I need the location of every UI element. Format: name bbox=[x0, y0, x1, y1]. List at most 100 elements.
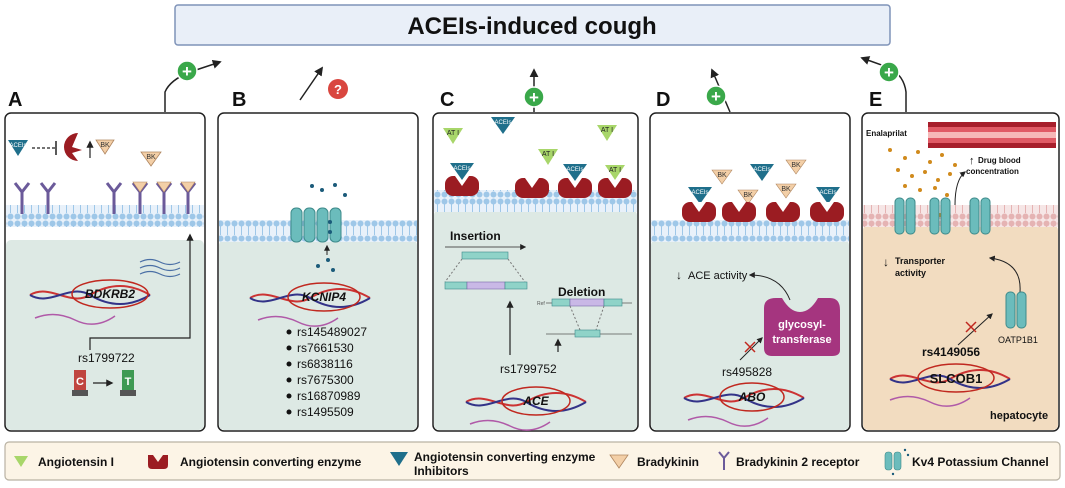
panel-e-oatp-icon bbox=[1005, 291, 1027, 329]
panel-e-cell: hepatocyte bbox=[990, 410, 1048, 422]
panel-c-deletion: Deletion bbox=[558, 285, 605, 299]
panel-b: B ? KCNIP4 rs145489027 rs7661530 bbox=[217, 66, 419, 432]
panel-b-snp: rs7661530 bbox=[297, 341, 354, 355]
panel-b-snp-list: rs145489027 rs7661530 rs6838116 rs767530… bbox=[286, 325, 367, 419]
panel-a-plus-icon: + bbox=[176, 60, 198, 82]
panel-e-gene: SLCOB1 bbox=[930, 371, 983, 386]
panel-c-at1-icon: AT I bbox=[597, 125, 617, 141]
panel-a-acei-icon: ACEIs bbox=[8, 140, 28, 156]
panel-b-snp: rs145489027 bbox=[297, 325, 367, 339]
panel-e-transporter-name: OATP1B1 bbox=[998, 335, 1038, 345]
panel-b-snp: rs1495509 bbox=[297, 405, 354, 419]
panel-c-at1-icon: AT I bbox=[443, 128, 463, 144]
svg-text:+: + bbox=[884, 63, 894, 82]
svg-text:+: + bbox=[529, 88, 539, 107]
panel-e-blood-vessel bbox=[928, 122, 1056, 148]
panel-b-letter: B bbox=[232, 89, 246, 111]
panel-d-gene: ABO bbox=[738, 390, 766, 404]
panel-c-acei-bound: ACEIs bbox=[450, 163, 474, 180]
panel-d-snp: rs495828 bbox=[722, 365, 772, 379]
legend-item-angiotensin-i: Angiotensin I bbox=[14, 455, 114, 469]
panel-e-drug: Enalaprilat bbox=[866, 129, 907, 138]
svg-text:ACEIs: ACEIs bbox=[819, 190, 836, 196]
panel-e-transporter-line2: activity bbox=[895, 268, 926, 278]
svg-text:Ref: Ref bbox=[537, 301, 545, 307]
svg-text:+: + bbox=[182, 62, 192, 81]
pacman-red-icon bbox=[148, 455, 168, 469]
triangle-blue-icon bbox=[390, 452, 408, 466]
svg-text:T: T bbox=[125, 376, 132, 388]
panel-c-acei-icon: ACEIs bbox=[491, 117, 515, 134]
panel-e-transporter-icons bbox=[894, 197, 991, 235]
panel-e: E + Enalaprilat ↑ Drug blood concentrati… bbox=[860, 56, 1060, 432]
panel-a-membrane bbox=[6, 205, 204, 227]
legend-item-ace: Angiotensin converting enzyme bbox=[148, 455, 362, 469]
panel-b-channel-icon bbox=[290, 183, 347, 272]
panel-d-membrane bbox=[651, 220, 849, 242]
svg-text:AT I: AT I bbox=[542, 151, 554, 158]
svg-text:Bradykinin: Bradykinin bbox=[637, 455, 699, 469]
svg-text:AT I: AT I bbox=[601, 127, 613, 134]
panel-e-blood-line1: Drug blood bbox=[978, 156, 1021, 165]
svg-text:ACEIs: ACEIs bbox=[566, 167, 583, 173]
panel-e-letter: E bbox=[869, 89, 882, 111]
svg-text:ACEIs: ACEIs bbox=[691, 190, 708, 196]
svg-text:BK: BK bbox=[791, 162, 801, 169]
legend-item-bradykinin-2-receptor: Bradykinin 2 receptor bbox=[718, 451, 860, 470]
panel-c-acei-bound: ACEIs bbox=[563, 164, 587, 181]
panel-a-snp: rs1799722 bbox=[78, 351, 135, 365]
panel-d-acei-icons: ACEIs ACEIs ACEIs bbox=[688, 164, 840, 204]
panel-c-at1-bound: AT I bbox=[605, 165, 625, 180]
panel-c-plus-icon: + bbox=[523, 86, 545, 108]
panel-c-letter: C bbox=[440, 89, 454, 111]
panel-e-blood-line2: concentration bbox=[966, 167, 1019, 176]
panel-d-letter: D bbox=[656, 89, 670, 111]
panel-a-gene: BDKRB2 bbox=[85, 287, 135, 301]
svg-text:Angiotensin I: Angiotensin I bbox=[38, 455, 114, 469]
legend-item-bradykinin: Bradykinin bbox=[609, 454, 699, 469]
panel-b-snp: rs16870989 bbox=[297, 389, 361, 403]
svg-text:↓: ↓ bbox=[883, 255, 889, 269]
svg-text:Kv4 Potassium Channel: Kv4 Potassium Channel bbox=[912, 455, 1049, 469]
panel-c-at1-icon: AT I bbox=[538, 149, 558, 165]
panel-c-snp: rs1799752 bbox=[500, 362, 557, 376]
triangle-green-icon bbox=[14, 456, 28, 467]
svg-text:ACEIs: ACEIs bbox=[9, 143, 26, 149]
svg-text:AT I: AT I bbox=[609, 167, 621, 174]
svg-text:ACEIs: ACEIs bbox=[453, 166, 470, 172]
panel-a-bk-icon: BK bbox=[95, 139, 115, 155]
svg-text:↑: ↑ bbox=[969, 155, 975, 167]
panel-b-snp: rs7675300 bbox=[297, 373, 354, 387]
panel-a-bk-icon-2: BK bbox=[140, 151, 162, 167]
legend-item-acei: Angiotensin converting enzyme Inhibitors bbox=[390, 450, 596, 478]
svg-text:BK: BK bbox=[100, 142, 110, 149]
triangle-tan-icon bbox=[609, 454, 629, 469]
receptor-y-icon bbox=[718, 451, 730, 470]
figure-title: ACEIs-induced cough bbox=[407, 13, 656, 40]
panel-d-bk-icons: BK BK BK BK bbox=[711, 159, 807, 205]
svg-text:BK: BK bbox=[146, 154, 156, 161]
svg-text:BK: BK bbox=[743, 192, 753, 199]
svg-text:ACEIs: ACEIs bbox=[494, 120, 511, 126]
svg-text:glycosyl-: glycosyl- bbox=[778, 319, 826, 331]
channel-icon bbox=[884, 448, 910, 476]
svg-text:Bradykinin 2 receptor: Bradykinin 2 receptor bbox=[736, 455, 860, 469]
svg-text:Angiotensin converting enzyme: Angiotensin converting enzyme bbox=[180, 455, 362, 469]
panel-d-glycosyltransferase: glycosyl- transferase bbox=[764, 298, 840, 356]
legend-item-kv4-channel: Kv4 Potassium Channel bbox=[884, 448, 1049, 476]
title-box: ACEIs-induced cough bbox=[174, 4, 891, 46]
svg-text:transferase: transferase bbox=[772, 334, 831, 346]
svg-text:BK: BK bbox=[781, 186, 791, 193]
panel-c: C + AT I ACEIs AT I AT I AC bbox=[432, 68, 639, 432]
panel-d-down-arrow: ↓ bbox=[676, 268, 682, 282]
panel-d: D + BK BK BK BK ACEIs ACEIs ACEIs bbox=[649, 68, 851, 432]
panel-a-allele-change: C T bbox=[72, 370, 136, 396]
panel-a-ace-icon bbox=[64, 133, 82, 161]
panel-e-membrane bbox=[863, 205, 1058, 227]
svg-text:Angiotensin converting enzyme: Angiotensin converting enzyme bbox=[414, 450, 596, 464]
panel-a: A + ACEIs BK BK bbox=[4, 60, 222, 432]
svg-text:C: C bbox=[76, 376, 84, 388]
svg-text:Inhibitors: Inhibitors bbox=[414, 464, 469, 478]
